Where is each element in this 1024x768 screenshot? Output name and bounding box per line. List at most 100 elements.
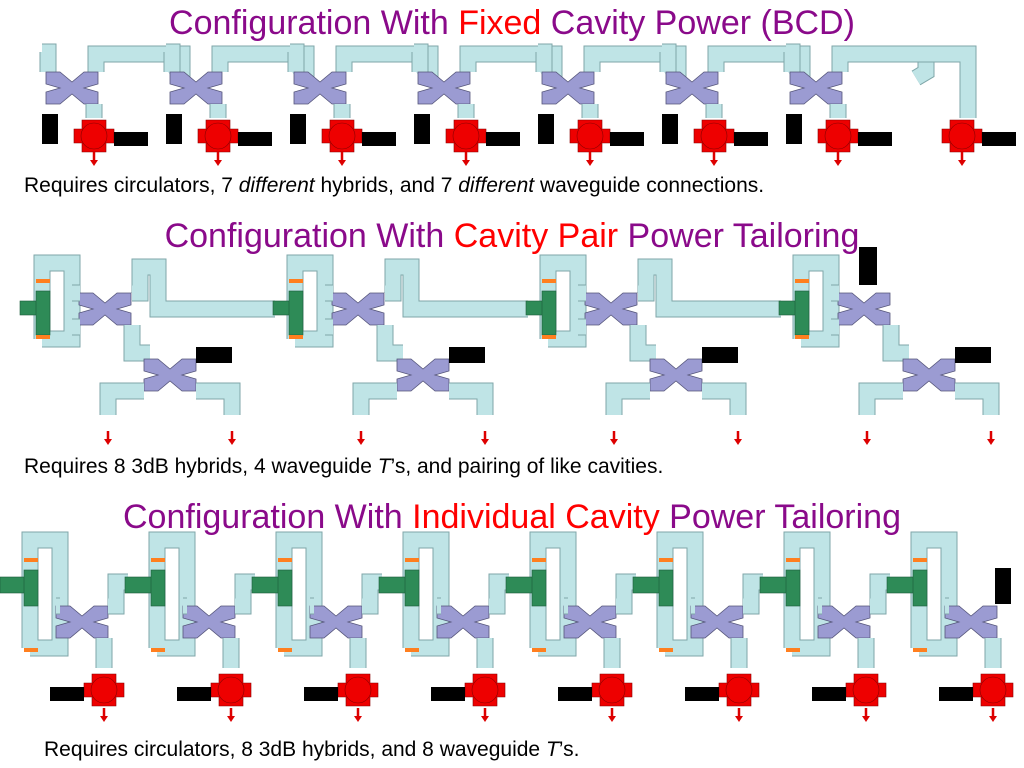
cavity-pair-stage xyxy=(525,254,781,445)
section2-caption: Requires 8 3dB hybrids, 4 waveguide T’s,… xyxy=(24,456,663,477)
circulator xyxy=(948,122,976,150)
waveguide-tee xyxy=(912,569,928,607)
circulator xyxy=(204,122,232,150)
circulator xyxy=(217,676,245,704)
circulator xyxy=(824,122,852,150)
load xyxy=(662,114,678,144)
section1-title: Configuration With Fixed Cavity Power (B… xyxy=(0,6,1024,40)
individual-cavity-stage xyxy=(886,531,1014,722)
waveguide xyxy=(108,574,128,614)
individual-cavity-stage xyxy=(124,531,255,722)
output-arrow-head xyxy=(354,716,362,722)
load xyxy=(114,132,148,146)
circulator xyxy=(344,676,372,704)
hybrid-3db xyxy=(584,292,638,326)
cavity-pair-stage xyxy=(778,247,1000,445)
hybrid-3db xyxy=(665,71,719,105)
output-arrow-head xyxy=(481,439,489,445)
coupling-window xyxy=(795,279,809,283)
hybrid-3db xyxy=(541,71,595,105)
hybrid-3db xyxy=(143,358,197,392)
section2-title-tail: Power Tailoring xyxy=(618,217,860,255)
hybrid-3db xyxy=(45,71,99,105)
waveguide xyxy=(955,383,999,415)
section2-title: Configuration With Cavity Pair Power Tai… xyxy=(0,219,1024,253)
coupling-window xyxy=(278,558,292,562)
load xyxy=(786,114,802,144)
coupling-window xyxy=(659,648,673,652)
section1-caption-text: Requires circulators, 7 xyxy=(24,174,239,197)
bcd-stage xyxy=(659,43,811,166)
load xyxy=(449,347,485,363)
section3-caption-emphasis: T xyxy=(545,738,559,761)
output-arrow-head xyxy=(735,716,743,722)
load xyxy=(812,687,846,701)
output-arrow-head xyxy=(958,160,966,166)
section3-caption-text: ’s. xyxy=(558,738,580,761)
load xyxy=(304,687,338,701)
output-arrow-head xyxy=(100,716,108,722)
section2-title-highlight: Cavity Pair xyxy=(453,217,619,255)
waveguide xyxy=(449,383,493,415)
coupling-window xyxy=(289,279,303,283)
section3-title-tail: Power Tailoring xyxy=(659,498,901,536)
output-arrow-head xyxy=(734,439,742,445)
bcd-stage xyxy=(880,45,1016,166)
waveguide xyxy=(883,325,909,361)
coupling-window xyxy=(24,648,38,652)
section2-caption-text: Requires 8 3dB hybrids, 4 waveguide xyxy=(24,455,378,478)
output-arrow-head xyxy=(90,160,98,166)
load xyxy=(858,132,892,146)
waveguide xyxy=(784,44,800,72)
waveguide xyxy=(412,44,428,72)
hybrid-3db xyxy=(78,292,132,326)
output-arrow-head xyxy=(989,716,997,722)
circulator xyxy=(852,676,880,704)
circulator xyxy=(452,122,480,150)
load xyxy=(939,687,973,701)
output-arrow-head xyxy=(834,160,842,166)
hybrid-3db xyxy=(169,71,223,105)
output-arrow-head xyxy=(481,716,489,722)
section3-caption: Requires circulators, 8 3dB hybrids, and… xyxy=(44,739,579,760)
waveguide xyxy=(34,255,80,347)
coupling-window xyxy=(795,335,809,339)
coupling-window xyxy=(532,648,546,652)
waveguide xyxy=(660,44,676,72)
hybrid-3db xyxy=(837,292,891,326)
load xyxy=(702,347,738,363)
hybrid-3db xyxy=(331,292,385,326)
waveguide xyxy=(540,255,586,347)
section1-caption-text: hybrids, and 7 xyxy=(314,174,459,197)
bcd-stage xyxy=(535,43,687,166)
waveguide xyxy=(288,44,304,72)
section3-title-lead: Configuration With xyxy=(123,498,413,536)
section1-caption-text: waveguide connections. xyxy=(534,174,765,197)
individual-cavity-stage xyxy=(378,531,509,722)
individual-cavity-stage xyxy=(251,531,382,722)
load xyxy=(362,132,396,146)
output-arrow-head xyxy=(710,160,718,166)
load xyxy=(166,114,182,144)
section3-caption-text: Requires circulators, 8 3dB hybrids, and… xyxy=(44,738,546,761)
waveguide xyxy=(489,574,509,614)
output-arrow-head xyxy=(586,160,594,166)
section2-title-lead: Configuration With xyxy=(164,217,454,255)
hybrid-3db xyxy=(417,71,471,105)
bcd-stage xyxy=(39,43,191,166)
section3-title: Configuration With Individual Cavity Pow… xyxy=(0,500,1024,534)
individual-cavity-stage xyxy=(505,531,636,722)
coupling-window xyxy=(913,558,927,562)
coupling-window xyxy=(532,558,546,562)
load xyxy=(414,114,430,144)
load xyxy=(196,347,232,363)
individual-cavity-tailoring-diagram xyxy=(0,531,1014,722)
load xyxy=(610,132,644,146)
waveguide-tee xyxy=(277,569,293,607)
output-arrow-head xyxy=(862,716,870,722)
waveguide xyxy=(164,44,180,72)
load xyxy=(431,687,465,701)
waveguide xyxy=(638,259,781,317)
section2-caption-emphasis: T xyxy=(377,455,391,478)
output-arrow-head xyxy=(608,716,616,722)
